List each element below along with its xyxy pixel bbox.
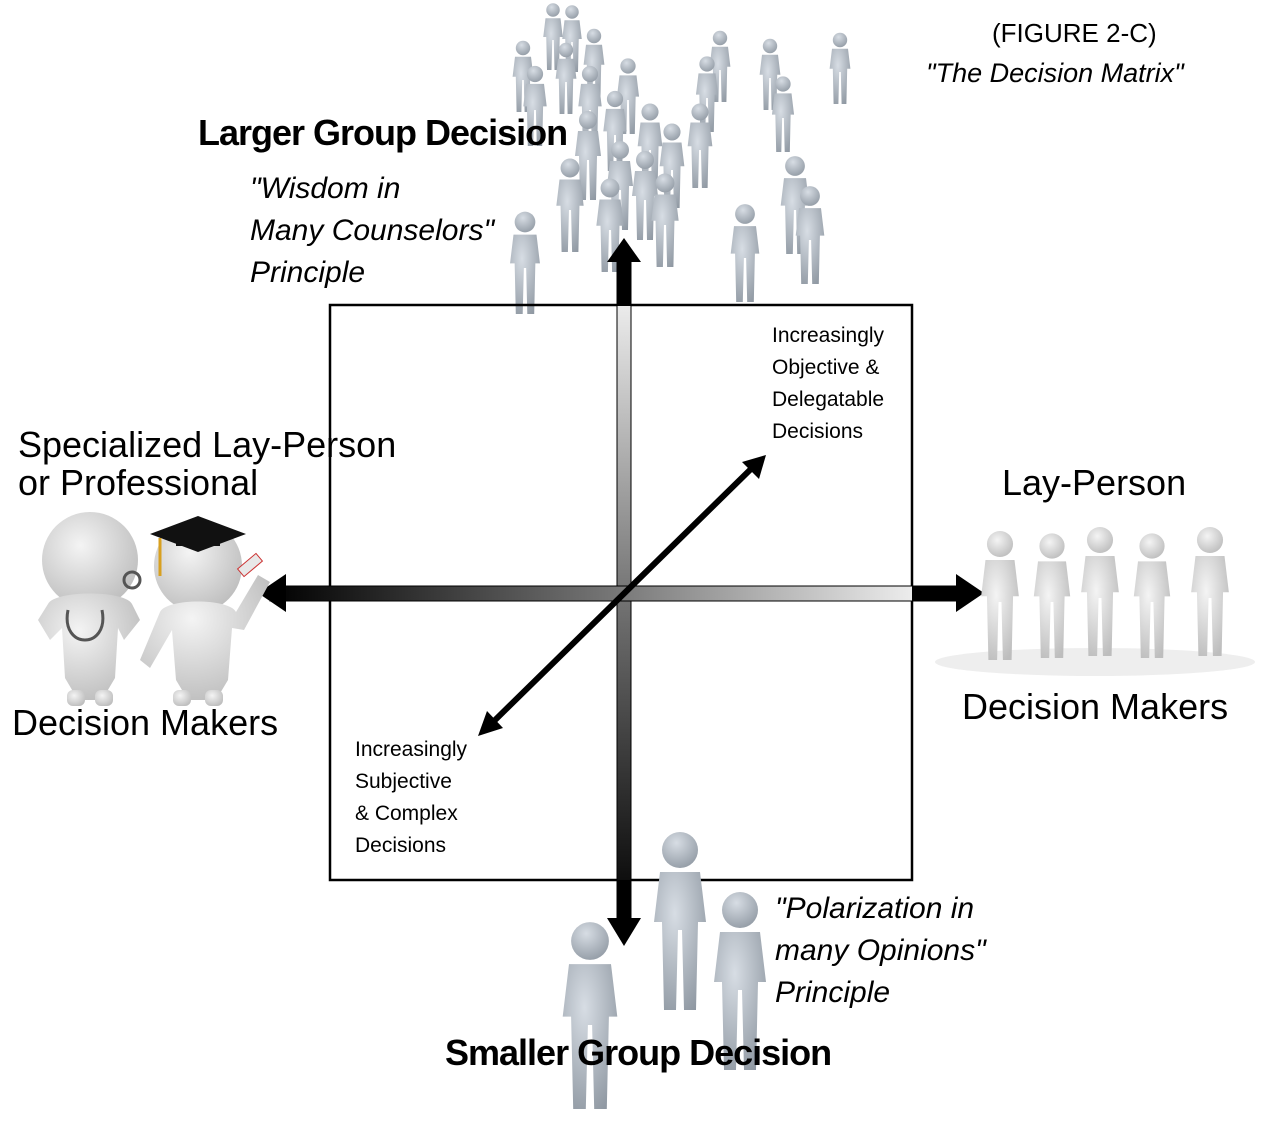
arrow-down-icon [607, 918, 641, 946]
arrow-lower-left-icon [478, 711, 503, 736]
right-axis-heading: Lay-Person [1002, 462, 1187, 503]
crowd-person-icon [730, 204, 760, 302]
bottom-principle: "Polarization in many Opinions" Principl… [775, 892, 986, 1009]
crowd-person-icon [510, 211, 540, 314]
small-group-person-icon [562, 922, 618, 1109]
diagonal-axis [487, 462, 758, 728]
top-axis-heading: Larger Group Decision [198, 112, 568, 153]
arrow-up-icon [607, 238, 641, 262]
arrow-left-icon [258, 574, 286, 612]
small-group-person-icon [654, 832, 706, 1010]
lay-person-icon [981, 530, 1019, 660]
figure-title: "The Decision Matrix" [926, 58, 1184, 88]
crowd-person-icon [829, 32, 851, 104]
lower-left-note: Increasingly Subjective & Complex Decisi… [355, 738, 468, 857]
arrow-right-icon [956, 574, 984, 612]
arrow-upper-right-icon [742, 455, 766, 479]
crowd-figures [510, 3, 851, 314]
figure-number: (FIGURE 2-C) [992, 18, 1157, 48]
right-axis-footer: Decision Makers [962, 686, 1229, 727]
lay-person-icon [1081, 526, 1119, 656]
left-axis-footer: Decision Makers [12, 702, 279, 743]
upper-right-note: Increasingly Objective & Delegatable Dec… [772, 324, 885, 443]
doctor-figure [38, 512, 142, 706]
graduate-figure [140, 516, 270, 706]
left-axis-heading: Specialized Lay-Person or Professional [18, 424, 397, 503]
lay-person-icon [1133, 533, 1171, 658]
lay-person-icon [1191, 526, 1229, 656]
bottom-axis-heading: Smaller Group Decision [445, 1032, 832, 1073]
lay-person-icon [1033, 533, 1071, 658]
top-principle: "Wisdom in Many Counselors" Principle [250, 172, 495, 289]
lay-person-group [981, 526, 1229, 660]
